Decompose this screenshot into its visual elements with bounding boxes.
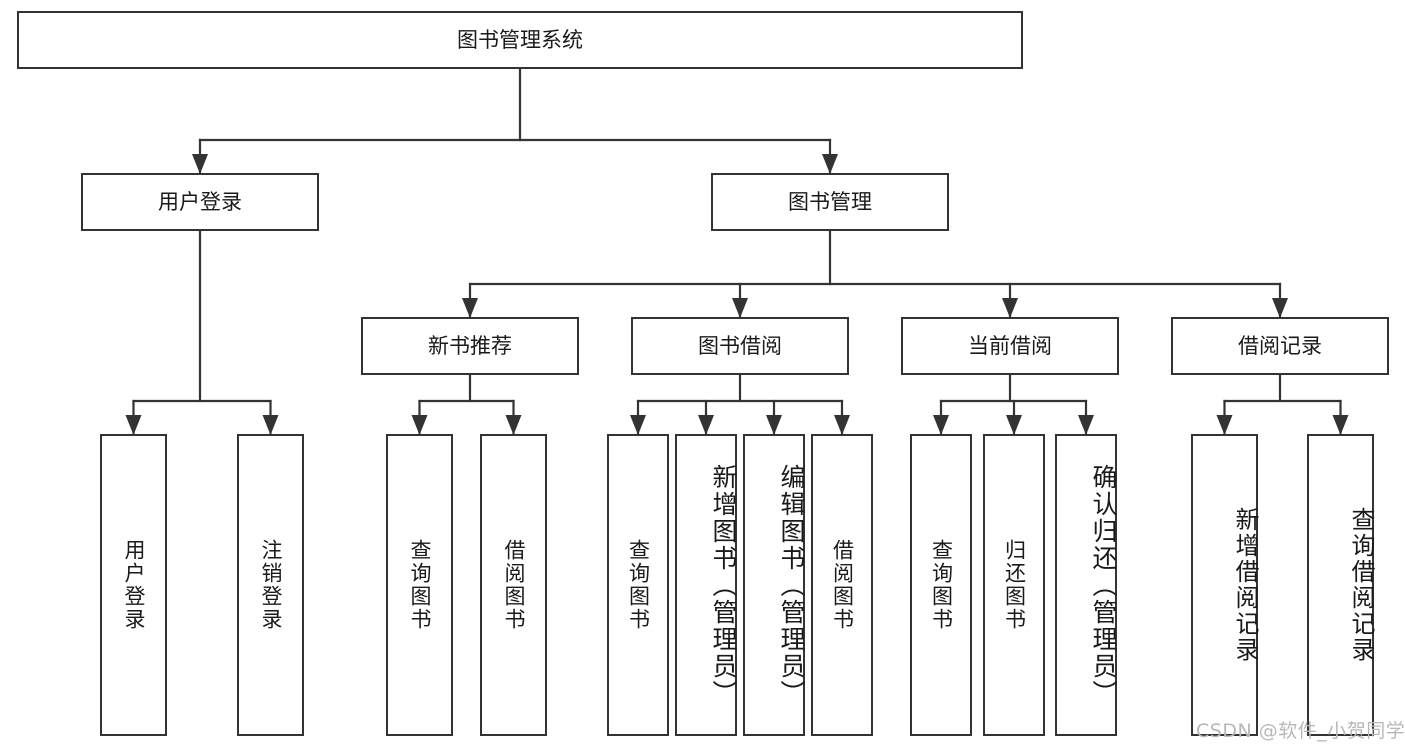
connector-layer: [125, 66, 1349, 436]
node-box-leaf-add-record[interactable]: [1191, 434, 1258, 736]
arrow-head-icon: [822, 154, 838, 174]
node-box-book-borrow[interactable]: [631, 317, 849, 375]
watermark-text: CSDN @软件_小贺同学: [1196, 720, 1405, 742]
arrow-head-icon: [462, 298, 478, 318]
arrow-head-icon: [505, 415, 522, 435]
arrow-head-icon: [698, 415, 714, 435]
arrow-head-icon: [1006, 415, 1022, 435]
node-label-book-borrow: 图书借阅: [698, 334, 782, 358]
node-label-current-borrow: 当前借阅: [968, 334, 1052, 358]
node-label-borrow-record: 借阅记录: [1238, 334, 1322, 358]
node-label-new-book-rec: 新书推荐: [428, 334, 512, 358]
arrow-head-icon: [411, 415, 428, 435]
node-label-user-login: 用户登录: [158, 190, 242, 214]
node-box-leaf-confirm-return[interactable]: [1055, 434, 1117, 736]
node-box-new-book-rec[interactable]: [361, 317, 579, 375]
arrow-head-icon: [262, 415, 279, 435]
node-box-book-manage[interactable]: [711, 173, 949, 231]
node-box-leaf-user-logout[interactable]: [237, 434, 304, 736]
node-label-book-manage: 图书管理: [788, 190, 872, 214]
arrow-head-icon: [1216, 415, 1233, 435]
arrow-head-icon: [1332, 415, 1349, 435]
node-box-leaf-query-book-1[interactable]: [386, 434, 453, 736]
node-label-root: 图书管理系统: [457, 28, 583, 52]
arrow-head-icon: [933, 415, 949, 435]
node-box-leaf-return-book[interactable]: [983, 434, 1045, 736]
node-box-root[interactable]: [17, 11, 1023, 69]
arrow-head-icon: [1002, 298, 1018, 318]
arrow-head-icon: [834, 415, 850, 435]
node-box-leaf-borrow-book-2[interactable]: [811, 434, 873, 736]
node-box-user-login[interactable]: [81, 173, 319, 231]
arrow-head-icon: [1078, 415, 1094, 435]
node-box-layer: [17, 11, 1389, 736]
arrow-head-icon: [125, 415, 142, 435]
node-box-borrow-record[interactable]: [1171, 317, 1389, 375]
node-box-leaf-edit-book[interactable]: [743, 434, 805, 736]
node-box-leaf-add-book[interactable]: [675, 434, 737, 736]
node-box-leaf-query-book-3[interactable]: [910, 434, 972, 736]
node-box-leaf-query-record[interactable]: [1307, 434, 1374, 736]
arrow-head-icon: [630, 415, 646, 435]
node-box-leaf-user-login[interactable]: [100, 434, 167, 736]
arrow-head-icon: [766, 415, 782, 435]
node-box-leaf-borrow-book-1[interactable]: [480, 434, 547, 736]
arrow-head-icon: [732, 298, 748, 318]
arrow-head-icon: [1272, 298, 1288, 318]
node-box-leaf-query-book-2[interactable]: [607, 434, 669, 736]
node-box-current-borrow[interactable]: [901, 317, 1119, 375]
arrow-head-icon: [192, 154, 208, 174]
